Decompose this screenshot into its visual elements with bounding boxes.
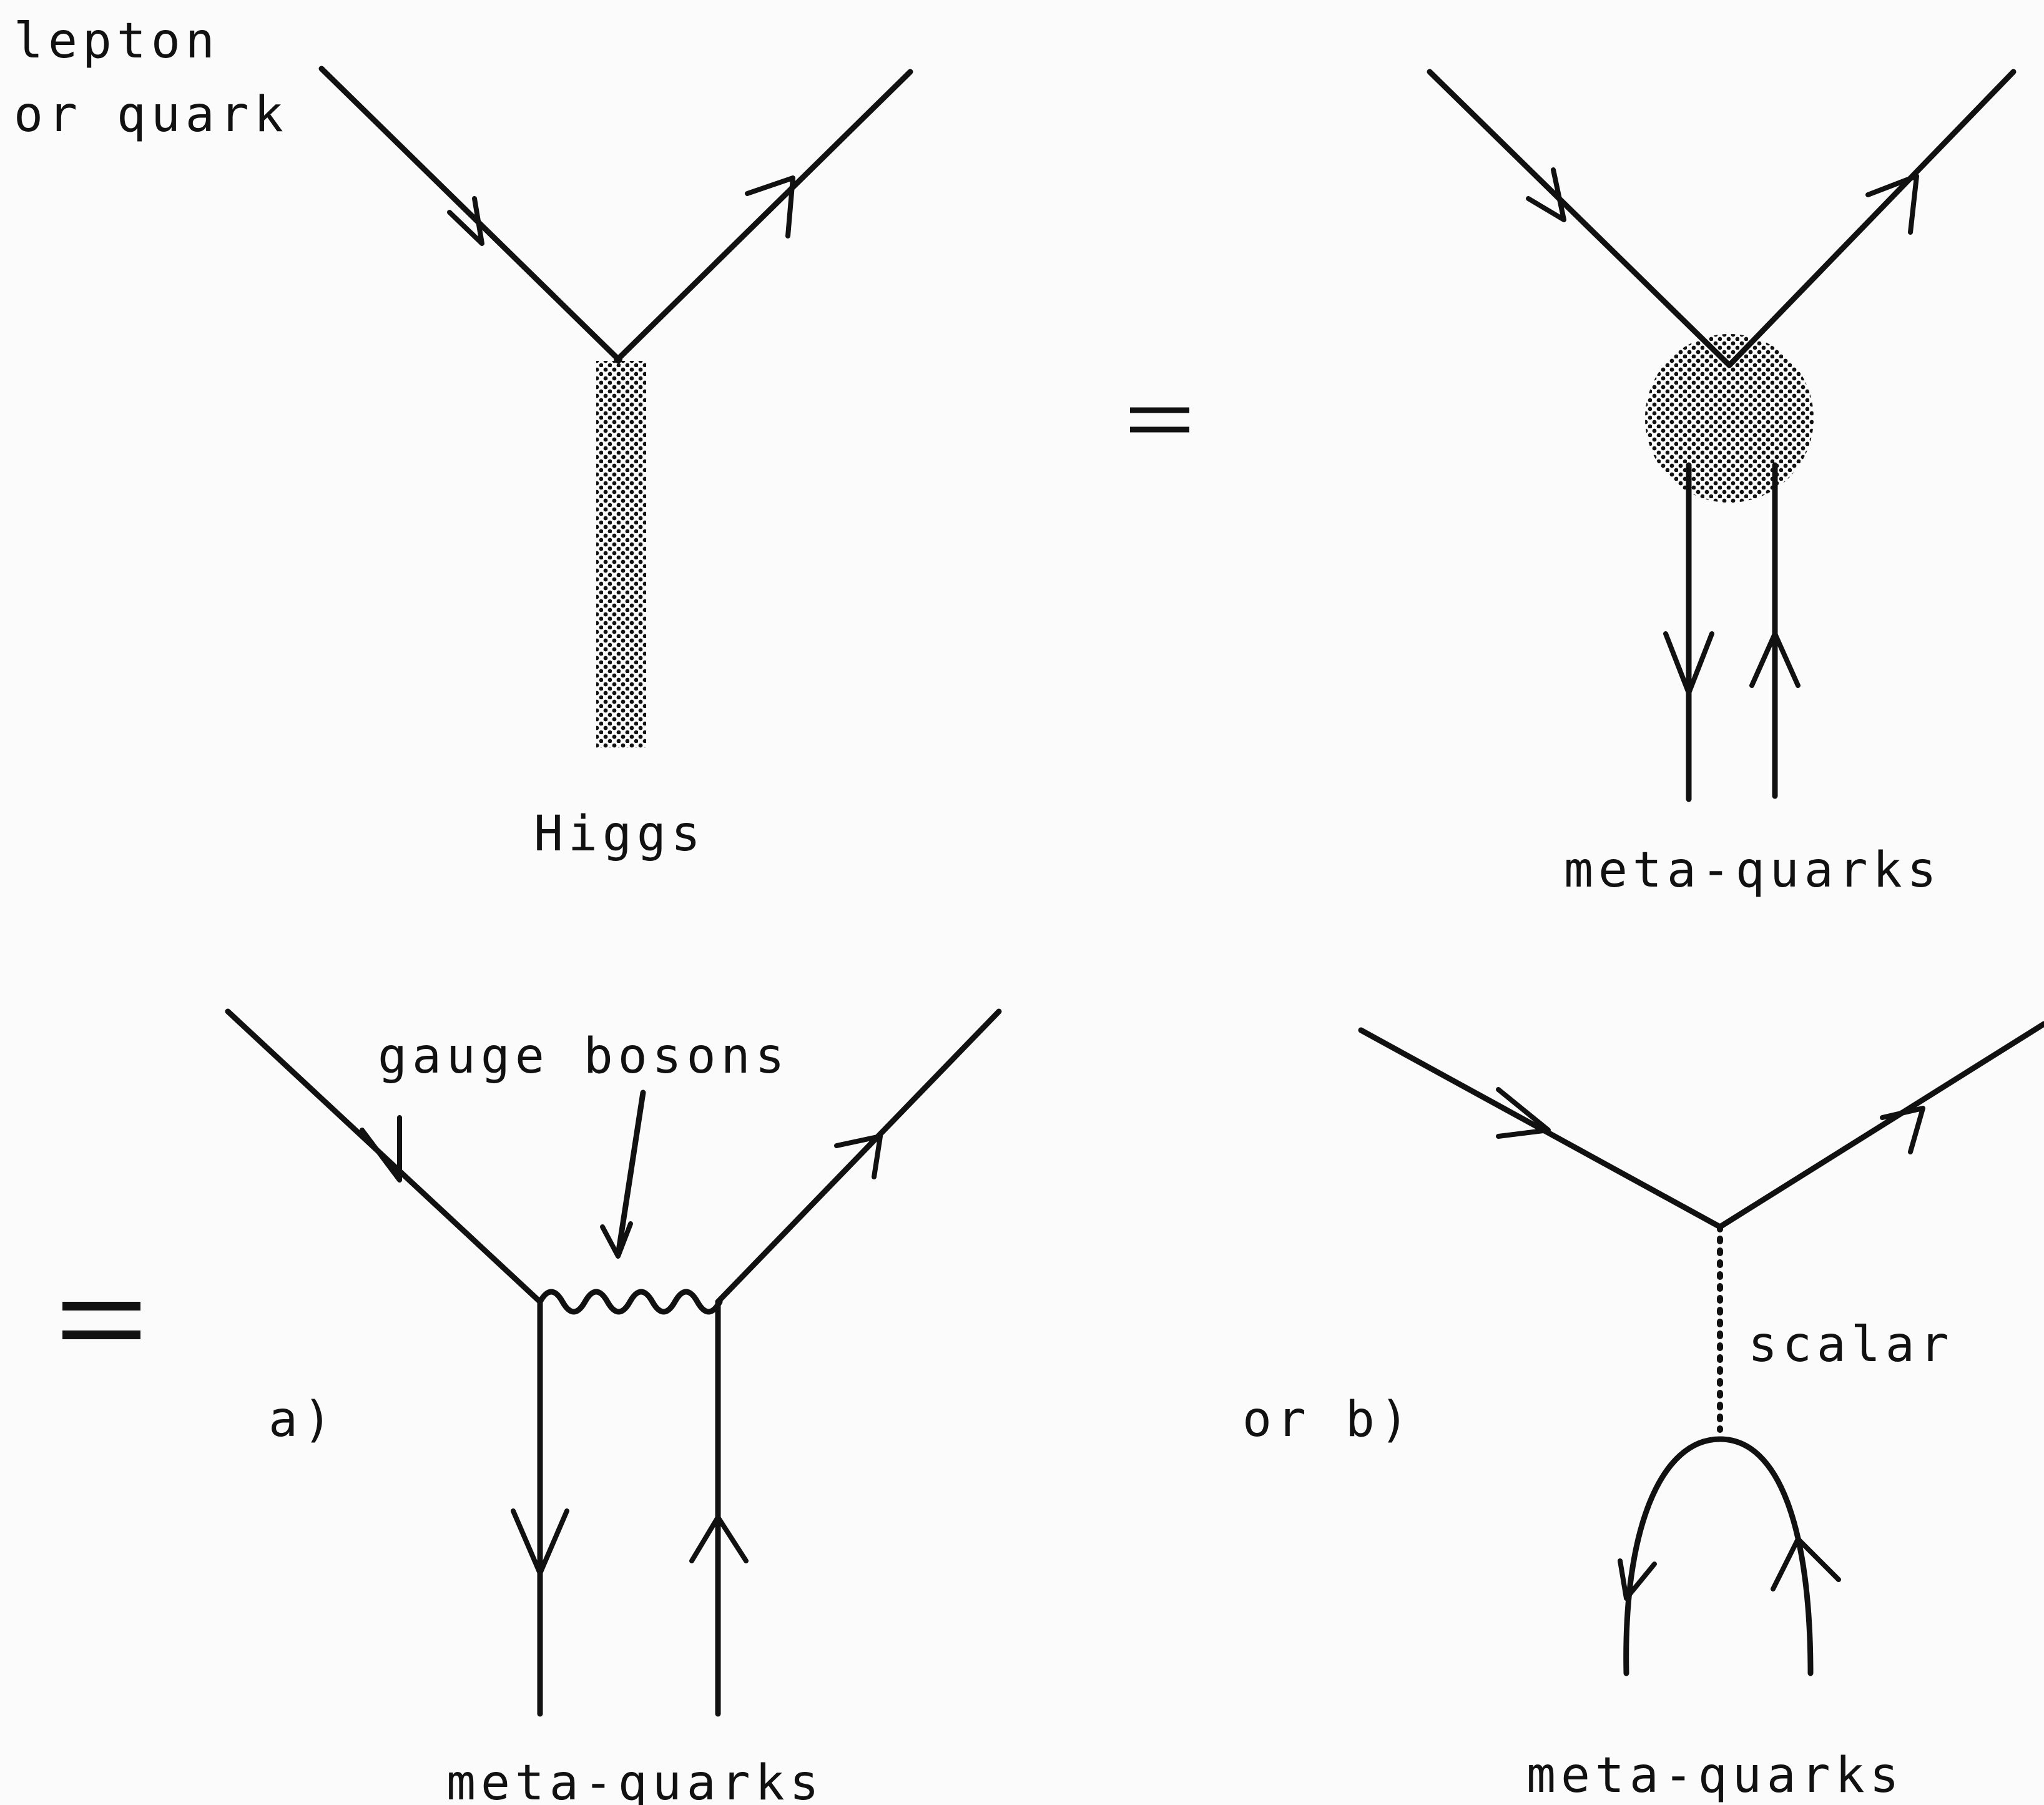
outgoing-fermion-line [1717, 1021, 2044, 1230]
outgoing-arrow [834, 1134, 883, 1179]
equals-sign-top [1130, 407, 1189, 433]
incoming-arrow [1526, 167, 1566, 222]
higgs-label: Higgs [534, 806, 705, 862]
up-arrow [689, 1515, 749, 1563]
label-pointer-line [615, 1089, 646, 1258]
equals-sign-bottom [62, 1302, 140, 1339]
incoming-arrow [447, 196, 484, 246]
incoming-fermion-line [1358, 1027, 1723, 1230]
case-b-label: or b) [1242, 1392, 1414, 1448]
lepton-label-line1: lepton [14, 13, 220, 69]
outgoing-fermion-line [1726, 69, 2017, 368]
outgoing-arrow [1865, 174, 1919, 235]
down-arrow [1663, 631, 1714, 696]
case-a-label: a) [268, 1392, 337, 1448]
higgs-vertex-diagram [318, 66, 913, 748]
meta-quark-loop [1623, 1436, 1814, 1676]
meta-quarks-a-label: meta-quarks [446, 1755, 824, 1805]
incoming-fermion-line [1427, 69, 1732, 368]
incoming-fermion-line [318, 66, 621, 362]
down-arrow [1618, 1558, 1657, 1601]
gauge-boson-diagram [225, 1008, 1002, 1717]
down-arrow [511, 1508, 569, 1576]
scalar-diagram [1358, 1021, 2044, 1676]
gauge-bosons-label: gauge bosons [378, 1028, 790, 1084]
outgoing-arrow [745, 175, 795, 239]
outgoing-fermion-line [715, 1008, 1002, 1305]
incoming-arrow [360, 1115, 402, 1183]
label-pointer-arrowhead [600, 1221, 633, 1259]
incoming-arrow [1496, 1087, 1551, 1139]
up-arrow [1749, 631, 1801, 688]
up-arrow [1771, 1537, 1841, 1591]
effective-vertex-blob [1645, 334, 1814, 503]
scalar-label: scalar [1748, 1317, 1954, 1373]
higgs-propagator [596, 361, 646, 748]
gauge-boson-propagator [537, 1289, 723, 1315]
blob-vertex-diagram [1427, 69, 2017, 802]
meta-quarks-top-label: meta-quarks [1564, 842, 1942, 898]
outgoing-arrow [1880, 1106, 1925, 1154]
lepton-label-line2: or quark [14, 87, 288, 143]
outgoing-fermion-line [615, 69, 913, 362]
meta-quarks-b-label: meta-quarks [1526, 1748, 1904, 1804]
